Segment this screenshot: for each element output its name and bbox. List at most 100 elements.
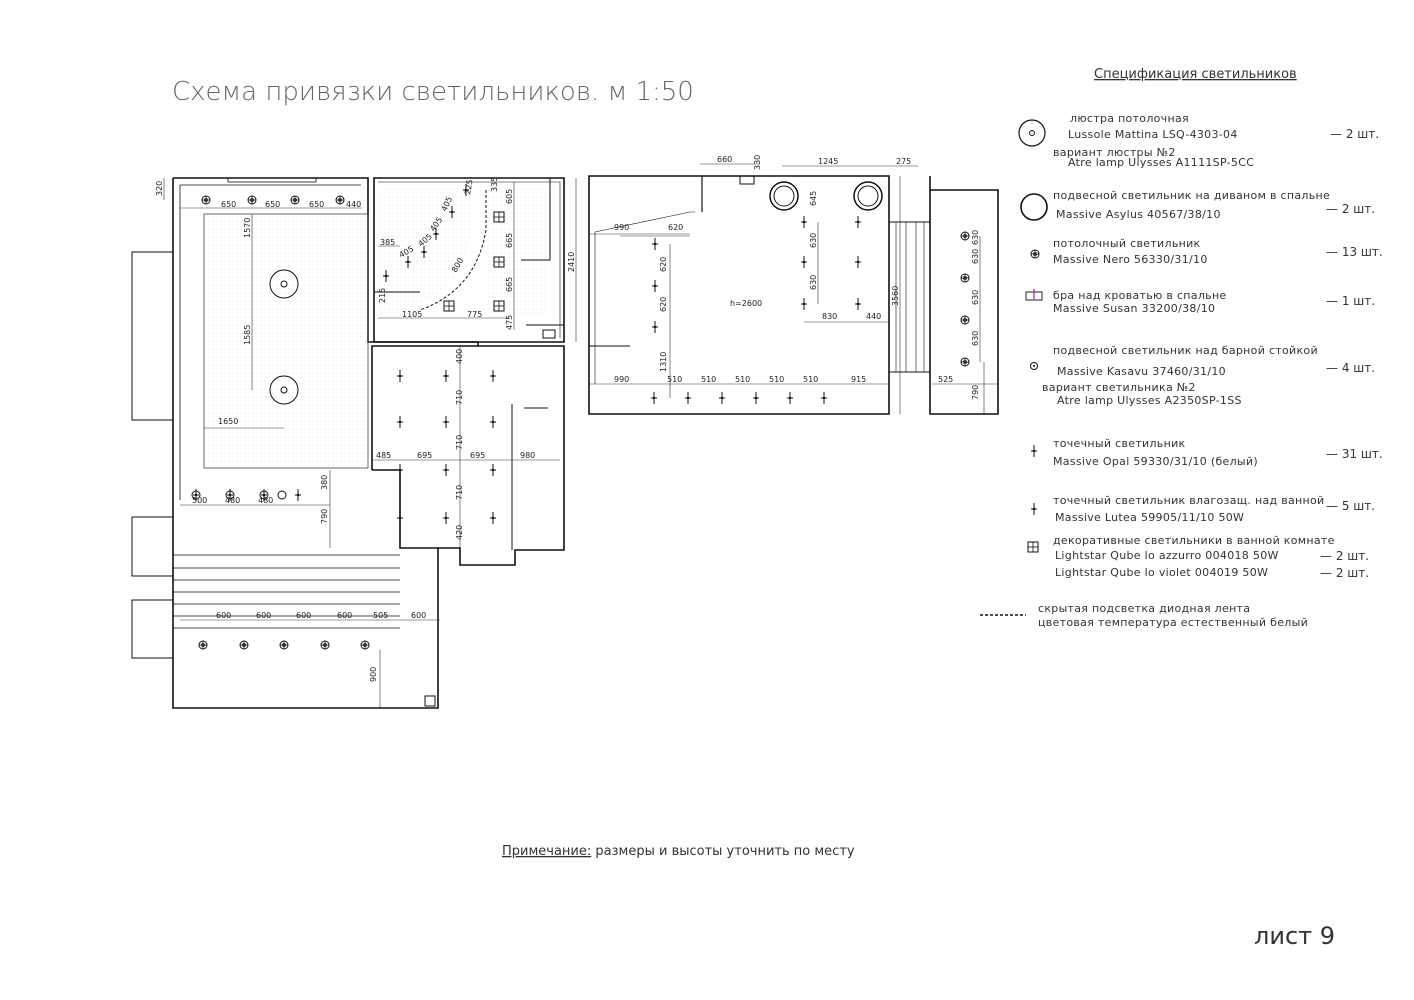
legend-qty: — 2 шт.: [1326, 202, 1375, 216]
dim-label: 645: [809, 191, 818, 206]
led-strip-curve: [419, 190, 487, 311]
dim-label: 600: [337, 611, 352, 620]
dim-label: 660: [717, 155, 732, 164]
note: Примечание: размеры и высоты уточнить по…: [502, 844, 855, 859]
note-text: размеры и высоты уточнить по месту: [591, 844, 855, 859]
legend-qty: — 2 шт.: [1320, 549, 1369, 563]
dim-label: 510: [701, 375, 716, 384]
legend-line: Massive Kasavu 37460/31/10: [1057, 365, 1226, 378]
legend-line: подвесной светильник над барной стойкой: [1053, 344, 1318, 357]
dim-label: 630: [809, 233, 818, 248]
dim-label: 600: [296, 611, 311, 620]
decor-cube-icon: [1027, 541, 1039, 553]
chandelier-icon: [1018, 119, 1046, 147]
dim-label: 475: [505, 315, 514, 330]
dim-label: 500: [192, 496, 207, 505]
legend-item-kasavu: подвесной светильник над барной стойкой …: [1030, 344, 1375, 407]
legend-item-opal: точечный светильник Massive Opal 59330/3…: [1030, 437, 1383, 468]
legend-qty: — 2 шт.: [1330, 127, 1379, 141]
dim-label: 620: [659, 257, 668, 272]
dim-label: 630: [809, 275, 818, 290]
legend: люстра потолочная Lussole Mattina LSQ-43…: [980, 112, 1383, 629]
dim-label: 215: [378, 288, 387, 303]
dim-label: 980: [520, 451, 535, 460]
chandelier-1: [269, 269, 299, 299]
dim-label: 400: [455, 349, 464, 364]
dim-label: 440: [866, 312, 881, 321]
dim-label: 600: [411, 611, 426, 620]
legend-qty: — 2 шт.: [1320, 566, 1369, 580]
ceiling-panel-living: [203, 213, 369, 469]
asylus-pendant-1: [769, 181, 799, 211]
legend-item-lutea: точечный светильник влагозащ. над ванной…: [1030, 494, 1375, 524]
living-spots: [650, 215, 862, 405]
dim-label: 695: [470, 451, 485, 460]
legend-qty: — 13 шт.: [1326, 245, 1383, 259]
dim-label: 1245: [818, 157, 838, 166]
dimension-lines: [163, 163, 998, 708]
dim-label: 620: [659, 297, 668, 312]
legend-qty: — 31 шт.: [1326, 447, 1383, 461]
dim-label: 665: [505, 277, 514, 292]
legend-line: вариант светильника №2: [1042, 381, 1196, 394]
dim-label: 485: [376, 451, 391, 460]
legend-line: скрытая подсветка диодная лента: [1038, 602, 1250, 615]
dim-label: 710: [455, 435, 464, 450]
legend-line: подвесной светильник на диваном в спальн…: [1053, 189, 1330, 202]
legend-line: Massive Susan 33200/38/10: [1053, 302, 1215, 315]
dim-label: 275: [896, 157, 911, 166]
ceiling-height-label: h=2600: [730, 299, 762, 308]
legend-item-qube: декоративные светильники в ванной комнат…: [1027, 534, 1369, 580]
dim-label: 775: [467, 310, 482, 319]
dim-label: 630: [971, 230, 980, 245]
dim-label: 525: [938, 375, 953, 384]
chandelier-2: [269, 375, 299, 405]
note-label: Примечание:: [502, 844, 591, 859]
legend-line: Massive Lutea 59905/11/10 50W: [1055, 511, 1244, 524]
dim-label: 605: [505, 189, 514, 204]
dim-label: 225: [463, 179, 475, 196]
legend-line: Lightstar Qube lo violet 004019 50W: [1055, 566, 1268, 579]
legend-line: Lightstar Qube lo azzurro 004018 50W: [1055, 549, 1279, 562]
legend-line: точечный светильник влагозащ. над ванной: [1053, 494, 1325, 507]
legend-line: точечный светильник: [1053, 437, 1186, 450]
legend-qty: — 1 шт.: [1326, 294, 1375, 308]
legend-item-asylus: подвесной светильник на диваном в спальн…: [1020, 189, 1375, 221]
dim-label: 1310: [659, 352, 668, 372]
dim-label: 510: [803, 375, 818, 384]
legend-item-led: скрытая подсветка диодная лента цветовая…: [980, 602, 1308, 629]
dim-label: 600: [216, 611, 231, 620]
legend-line: Lussole Mattina LSQ-4303-04: [1068, 128, 1238, 141]
dim-label: 505: [373, 611, 388, 620]
dim-label: 335: [490, 177, 499, 192]
dim-label: 1105: [402, 310, 422, 319]
asylus-pendant-2: [853, 181, 883, 211]
dim-label: 380: [320, 475, 329, 490]
legend-line: декоративные светильники в ванной комнат…: [1053, 534, 1335, 547]
legend-line: Atre lamp Ulysses A2350SP-1SS: [1057, 394, 1242, 407]
legend-line: Massive Asylus 40567/38/10: [1056, 208, 1221, 221]
pendant-icon: [1020, 193, 1048, 221]
legend-line: цветовая температура естественный белый: [1038, 616, 1308, 629]
legend-item-nero: потолочный светильник Massive Nero 56330…: [1030, 237, 1383, 266]
dim-label: 330: [753, 155, 762, 170]
spec-title: Спецификация светильников: [1094, 67, 1297, 82]
dim-label: 440: [346, 200, 361, 209]
dim-label: 510: [667, 375, 682, 384]
dim-label: 695: [417, 451, 432, 460]
dim-label: 900: [369, 667, 378, 682]
dim-label: 650: [309, 200, 324, 209]
dim-label: 790: [320, 509, 329, 524]
dim-label: 650: [265, 200, 280, 209]
legend-line: Atre lamp Ulysses A1111SP-5CC: [1068, 156, 1254, 169]
dim-label: 620: [668, 223, 683, 232]
dim-label: 480: [258, 496, 273, 505]
dim-label: 630: [971, 331, 980, 346]
dim-label: 510: [769, 375, 784, 384]
dim-label: 3560: [891, 286, 900, 306]
dim-label: 665: [505, 233, 514, 248]
spot-light-icon: [1030, 444, 1038, 458]
dim-label: 915: [851, 375, 866, 384]
lutea-lights: [191, 488, 302, 502]
